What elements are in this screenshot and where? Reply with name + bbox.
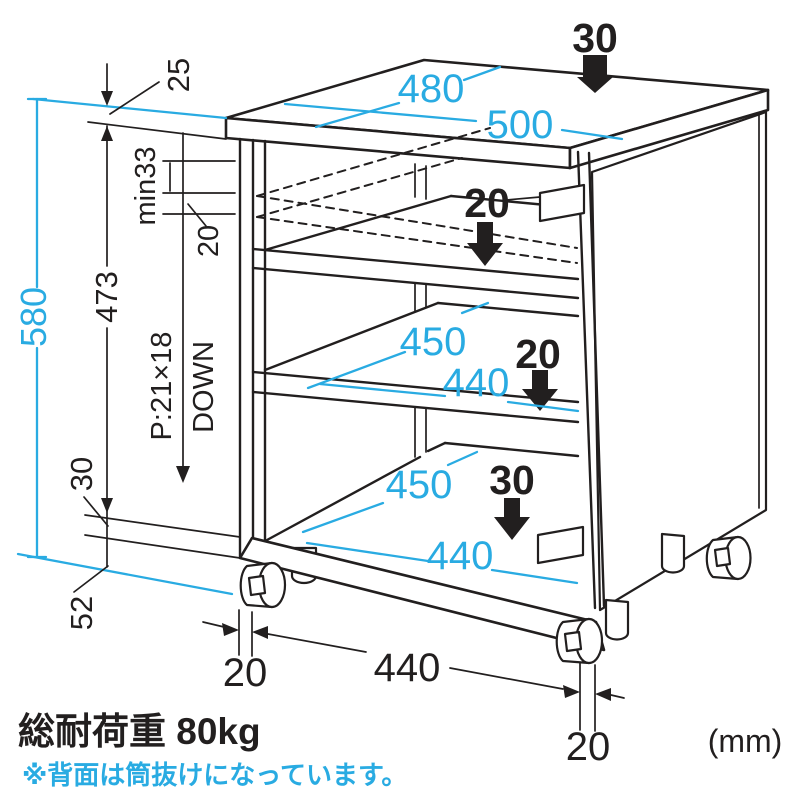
shelf-bottom-depth: 450 (386, 463, 453, 507)
caster-stems (290, 532, 686, 641)
load-arrow-top-label: 30 (572, 15, 618, 61)
dim-pitch: P:21×18 (146, 332, 178, 441)
shelf-bottom-width: 440 (427, 534, 494, 578)
gap-mid-label: 20 (515, 331, 561, 377)
bottom-panel-interior (265, 441, 580, 542)
shelf-alternate-positions-dashed (256, 127, 578, 264)
load-capacity-note: 総耐荷重 80kg (18, 711, 261, 752)
shelf-bottom-dimensions: 450 440 (301, 450, 579, 585)
dim-total-height: 580 (13, 287, 54, 347)
shelf-middle-dimensions: 450 440 (306, 301, 580, 413)
dim-base-height: 30 (64, 457, 99, 491)
shelf-mid-depth: 450 (400, 320, 467, 364)
bottom-dimension-chain: 440 20 20 (202, 609, 625, 769)
shelf-upper (251, 194, 580, 300)
caster-back-right (705, 535, 752, 581)
dim-caster-offset-right: 20 (566, 725, 611, 769)
left-dimension-stack: 580 25 473 min33 20 P:21×18 DOWN 30 (13, 58, 241, 630)
dim-caster-height: 52 (64, 596, 99, 630)
unit-label: (mm) (708, 723, 783, 759)
dim-top-depth: 480 (398, 67, 465, 111)
mounting-bracket-upper (538, 183, 586, 223)
center-back-post (414, 163, 427, 458)
dim-caster-offset-left: 20 (223, 651, 268, 695)
cart-right-side-panel (590, 110, 768, 612)
mounting-bracket-lower (536, 525, 585, 565)
dim-pitch-direction: DOWN (188, 341, 220, 433)
dim-bottom-width: 440 (374, 646, 441, 690)
caster-front-right (555, 617, 604, 665)
shelf-mid-width: 440 (443, 361, 510, 405)
gap-bottom-label: 30 (489, 457, 535, 503)
top-surface-dimensions: 480 500 (283, 65, 624, 147)
bottom-front-rail (238, 536, 606, 652)
gap-top-label: 20 (464, 180, 510, 226)
cart-top-panel (224, 58, 770, 170)
open-back-note: ※背面は筒抜けになっています。 (22, 760, 407, 790)
dim-pitch-step: 20 (193, 225, 225, 257)
dim-inner-height: 473 (89, 271, 124, 323)
cart-left-front-post (238, 137, 267, 559)
cart-right-front-post (576, 150, 606, 610)
dim-min-gap: min33 (130, 147, 162, 226)
load-arrow-bottom: 30 (489, 457, 535, 540)
dim-top-thickness: 25 (161, 58, 196, 92)
load-arrow-middle-shelf: 20 (515, 331, 561, 411)
load-arrow-upper-shelf: 20 (464, 180, 541, 266)
shelf-middle (251, 301, 580, 424)
dim-top-width: 500 (487, 103, 554, 147)
caster-front-left (239, 561, 287, 609)
load-arrow-top: 30 (572, 15, 618, 93)
